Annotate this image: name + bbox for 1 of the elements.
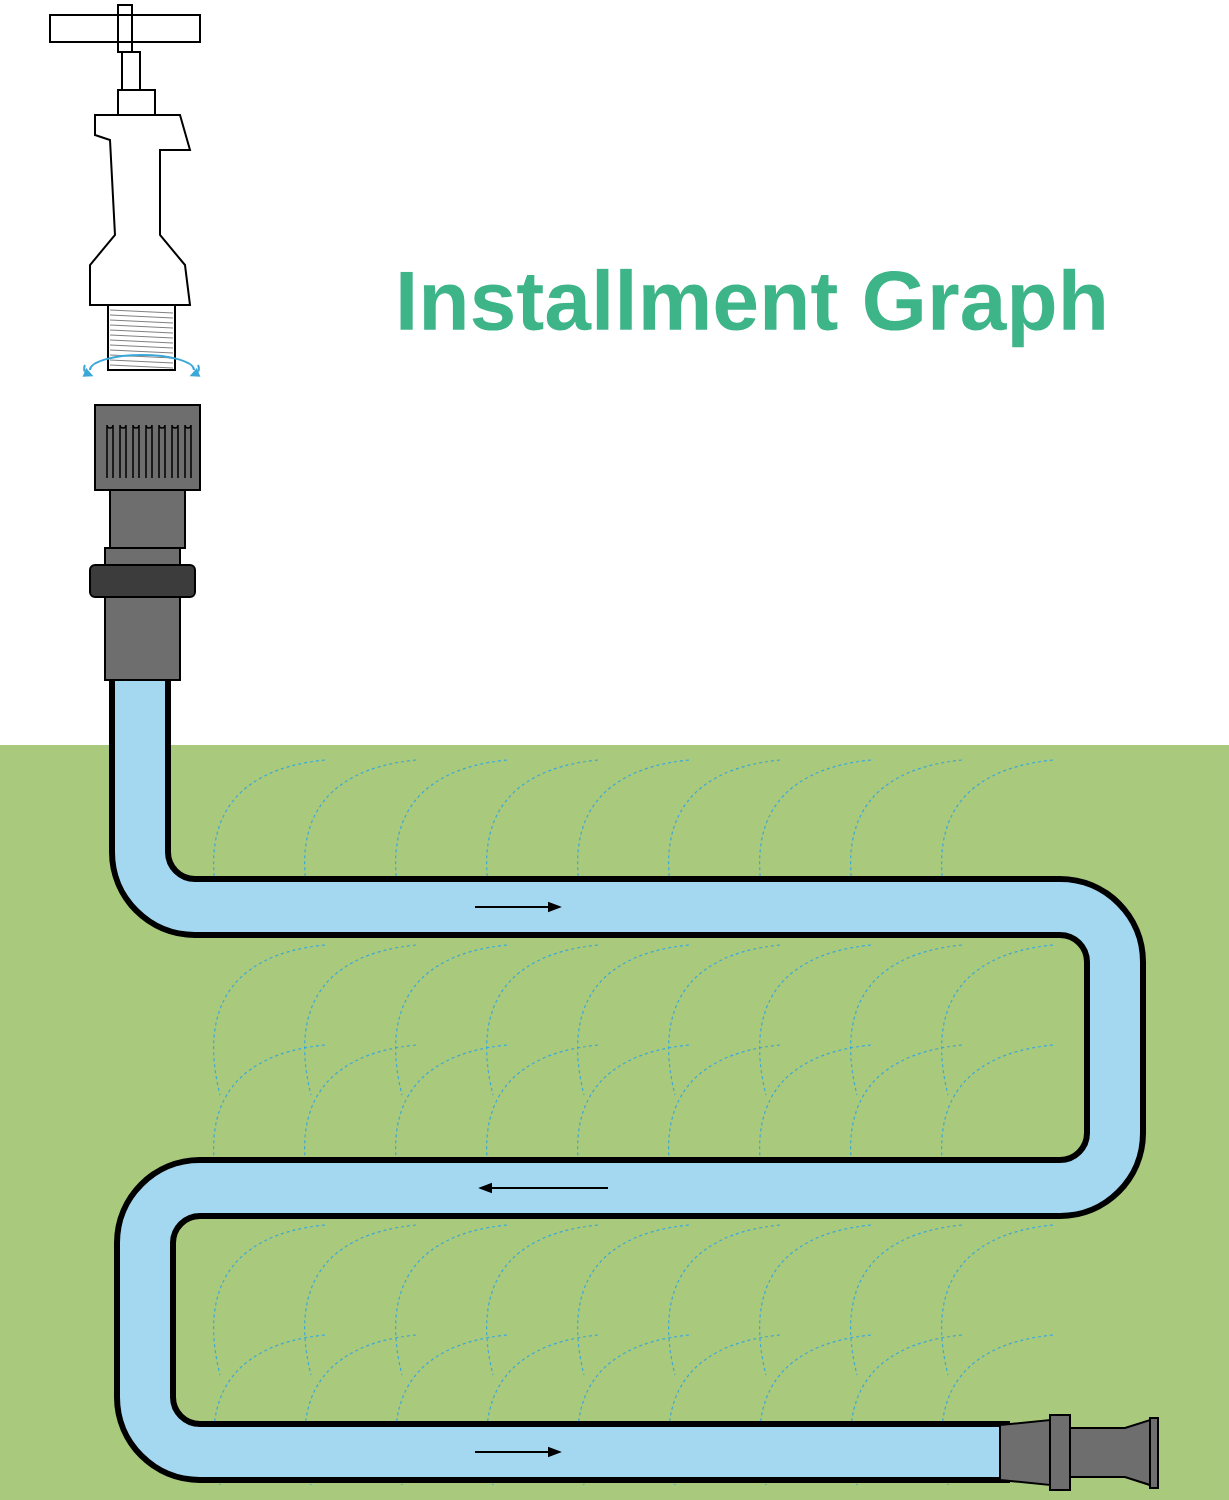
title: Installment Graph: [400, 268, 1104, 348]
